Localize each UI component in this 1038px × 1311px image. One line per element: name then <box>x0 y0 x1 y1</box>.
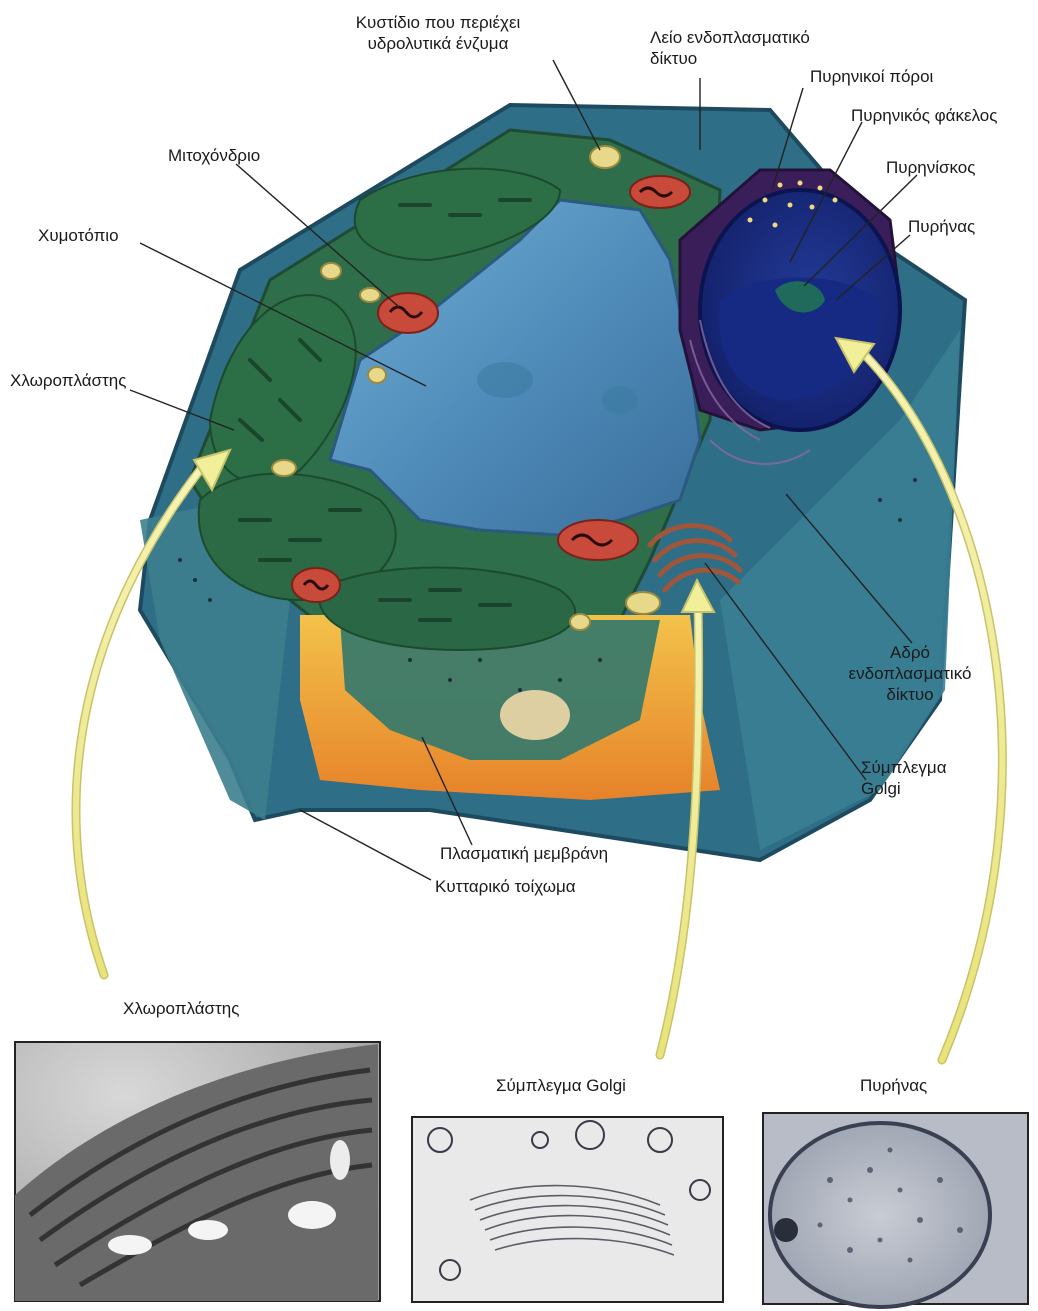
micrograph-title-nucleus: Πυρήνας <box>860 1075 927 1096</box>
label-cell-wall: Κυτταρικό τοίχωμα <box>435 876 576 897</box>
label-smooth-er-line1: Λείο ενδοπλασματικό <box>650 27 810 48</box>
label-rough-er: Αδρό ενδοπλασματικό δίκτυο <box>840 642 980 705</box>
label-nuclear-envelope: Πυρηνικός φάκελος <box>851 105 997 126</box>
label-nucleolus: Πυρηνίσκος <box>886 157 975 178</box>
label-golgi-line2: Golgi <box>861 778 947 799</box>
label-rough-er-line1: Αδρό <box>840 642 980 663</box>
micrograph-chloroplast <box>15 1042 380 1301</box>
label-golgi: Σύμπλεγμα Golgi <box>861 757 947 799</box>
micrograph-title-golgi: Σύμπλεγμα Golgi <box>496 1075 626 1096</box>
label-nuclear-pores: Πυρηνικοί πόροι <box>810 66 933 87</box>
label-chloroplast: Χλωροπλάστης <box>10 370 126 391</box>
label-golgi-line1: Σύμπλεγμα <box>861 757 947 778</box>
label-smooth-er: Λείο ενδοπλασματικό δίκτυο <box>650 27 810 69</box>
micrograph-nucleus <box>763 1113 1028 1307</box>
micrograph-golgi <box>412 1117 723 1302</box>
label-plasma-membrane: Πλασματική μεμβράνη <box>440 843 608 864</box>
label-vesicle-line1: Κυστίδιο που περιέχει <box>318 12 558 33</box>
label-rough-er-line3: δίκτυο <box>840 684 980 705</box>
label-nucleus: Πυρήνας <box>908 216 975 237</box>
label-vacuole: Χυμοτόπιο <box>38 225 119 246</box>
micrograph-title-chloroplast: Χλωροπλάστης <box>123 998 239 1019</box>
label-smooth-er-line2: δίκτυο <box>650 48 810 69</box>
label-rough-er-line2: ενδοπλασματικό <box>840 663 980 684</box>
label-vesicle-line2: υδρολυτικά ένζυμα <box>318 33 558 54</box>
label-mitochondrion: Μιτοχόνδριο <box>168 145 260 166</box>
label-vesicle: Κυστίδιο που περιέχει υδρολυτικά ένζυμα <box>318 12 558 54</box>
